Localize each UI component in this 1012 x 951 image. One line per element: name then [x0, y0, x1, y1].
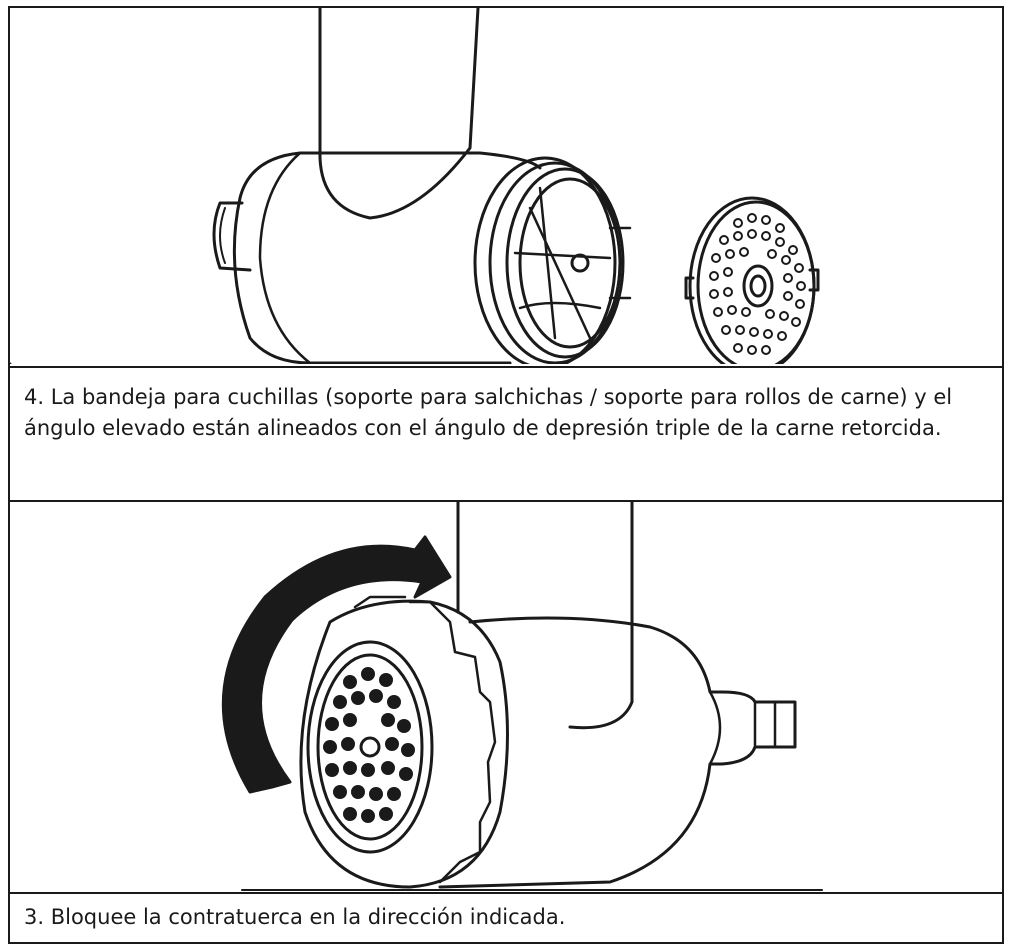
- step-4-caption: 4. La bandeja para cuchillas (soporte pa…: [10, 368, 1002, 502]
- step-3-illustration: [10, 502, 1002, 892]
- step-3-caption: 3. Bloquee la contratuerca en la direcci…: [10, 892, 1002, 942]
- grinder-blade-and-plate-icon: [10, 8, 820, 364]
- step-4-illustration: [10, 8, 1002, 368]
- instruction-sheet: 4. La bandeja para cuchillas (soporte pa…: [8, 6, 1004, 944]
- grinder-lock-nut-rotation-icon: [221, 502, 823, 891]
